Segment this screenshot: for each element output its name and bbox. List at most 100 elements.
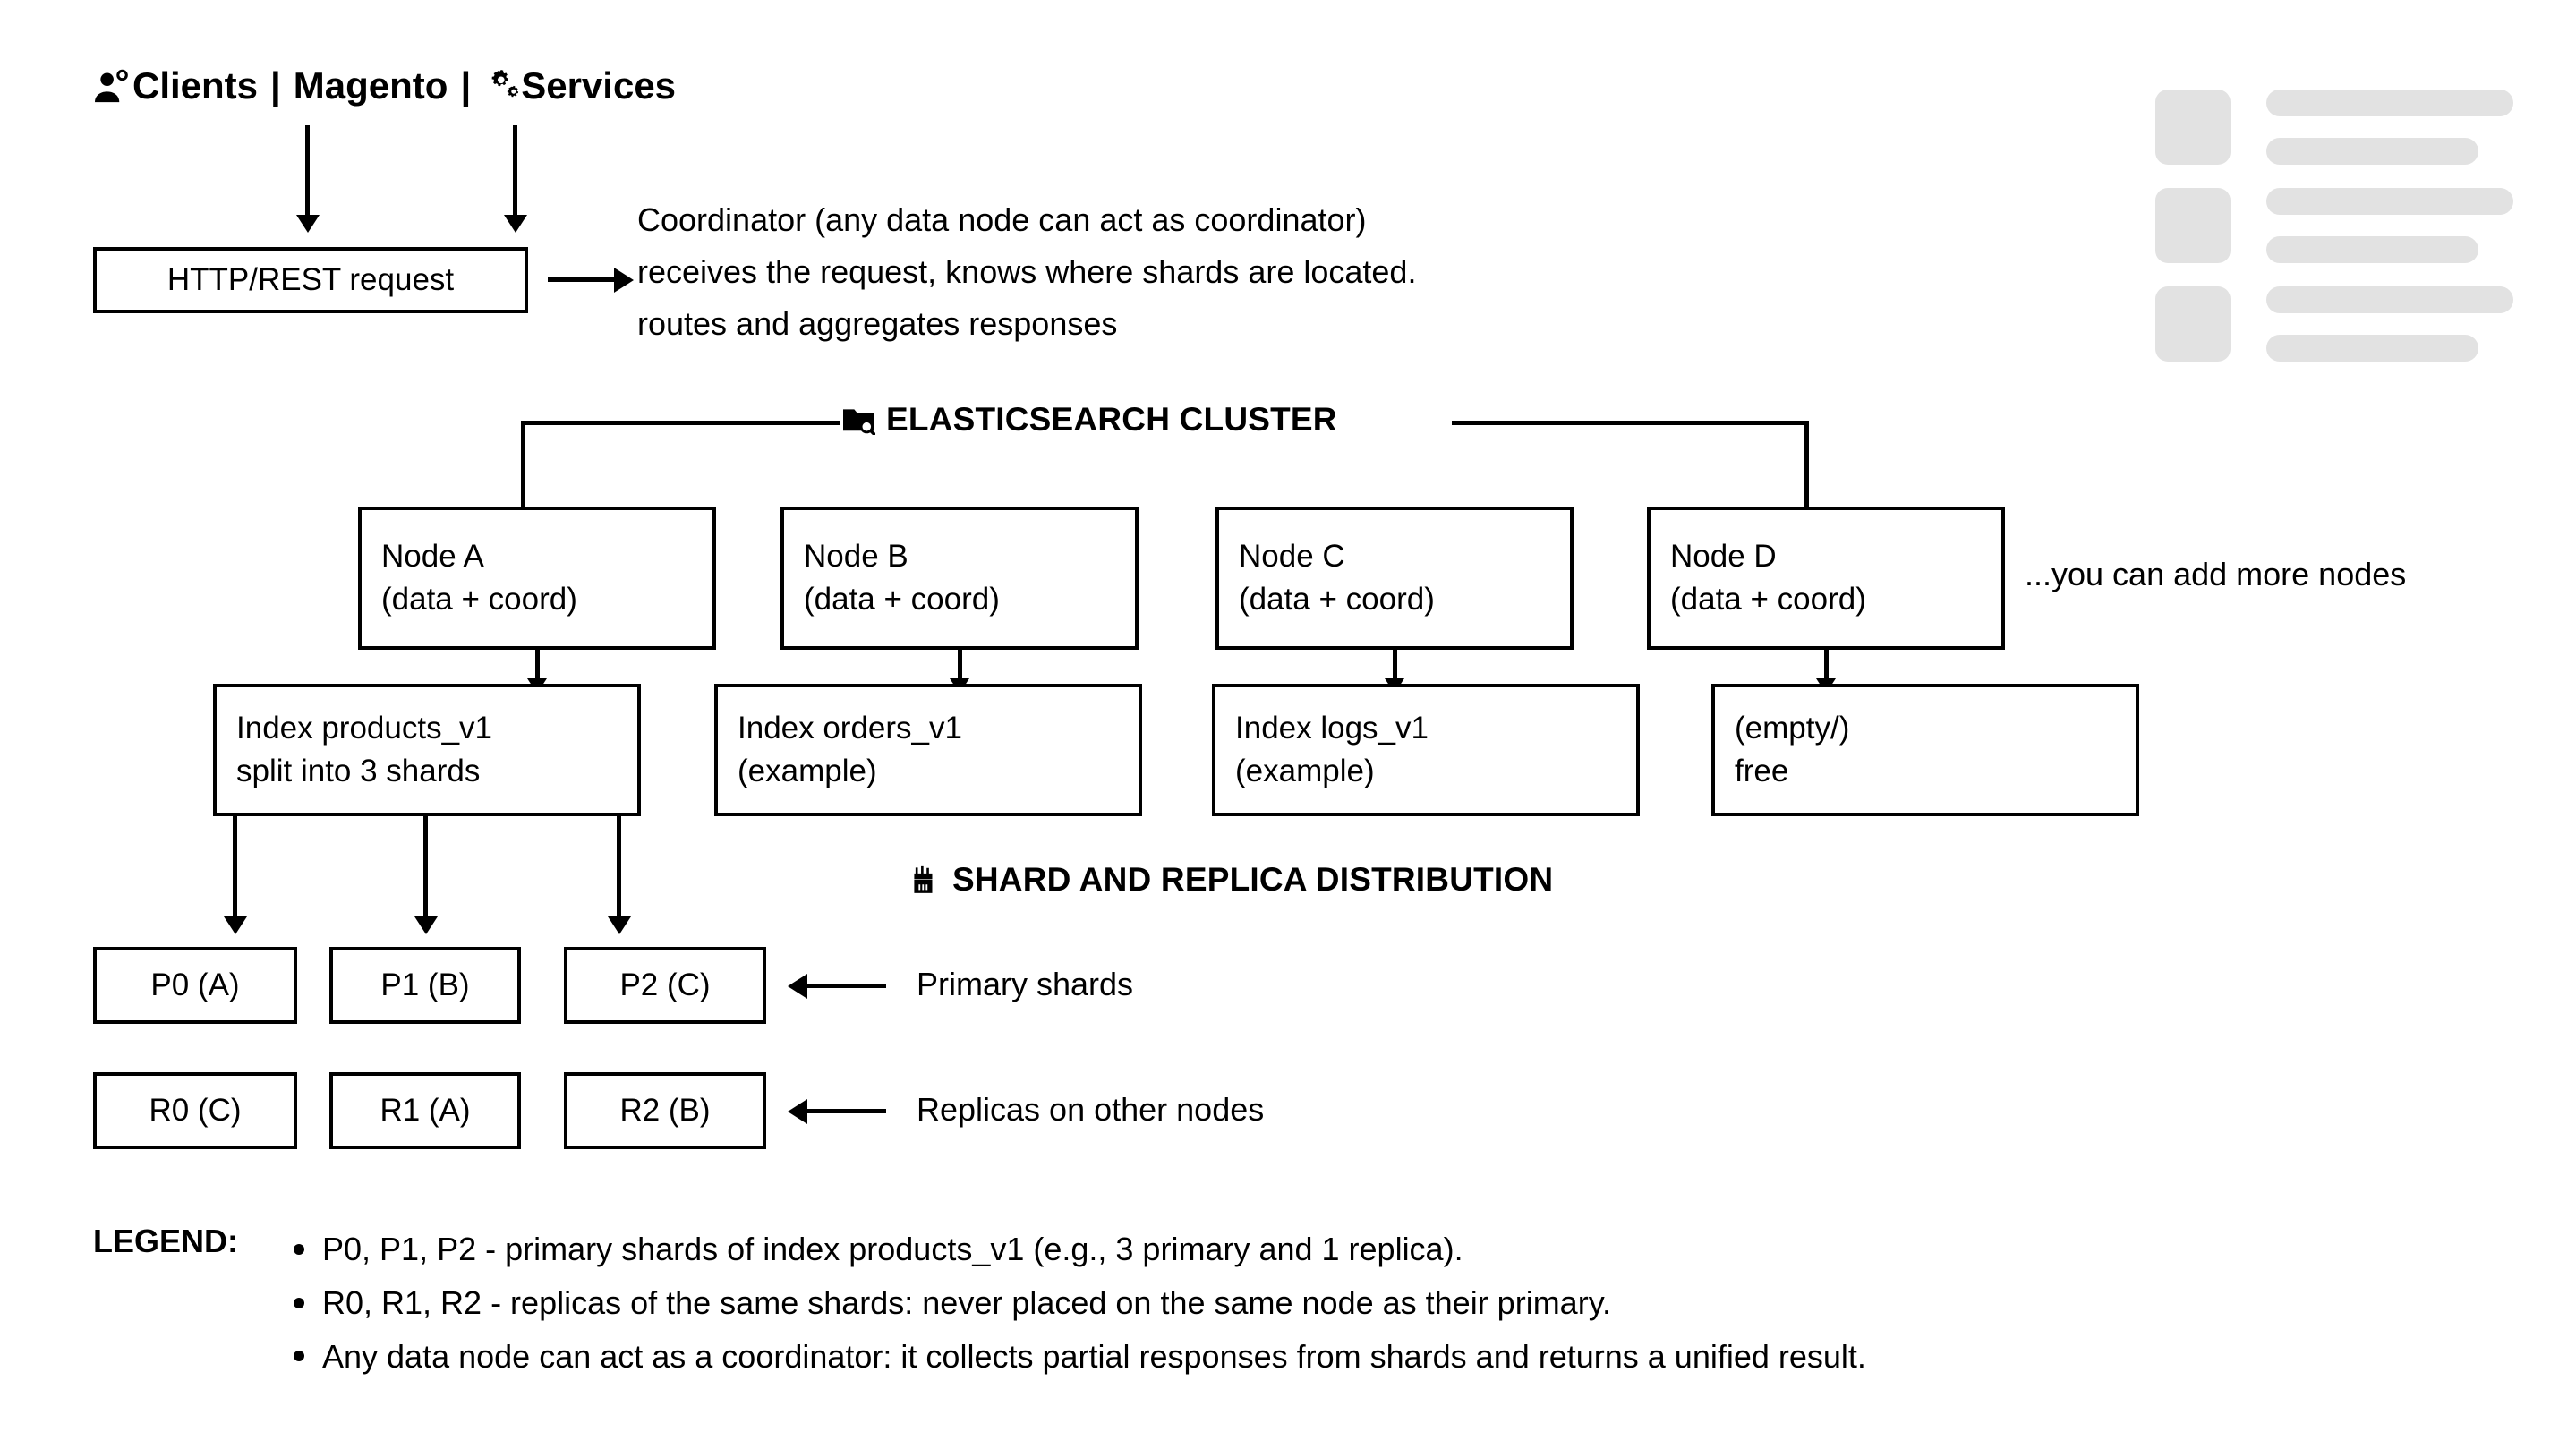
index-empty-line-2: free xyxy=(1735,754,1789,788)
skeleton-bars xyxy=(2266,286,2513,362)
http-rest-request-label: HTTP/REST request xyxy=(166,261,455,297)
node-box-a: Node A (data + coord) xyxy=(358,507,716,650)
cluster-bracket-right xyxy=(1452,421,1809,425)
legend: LEGEND: P0, P1, P2 - primary shards of i… xyxy=(93,1223,1866,1383)
shard-distribution-title: SHARD AND REPLICA DISTRIBUTION xyxy=(911,861,1553,899)
node-c-to-index-line xyxy=(1393,650,1397,684)
http-rest-request-box: HTTP/REST request xyxy=(93,247,528,313)
node-box-d: Node D (data + coord) xyxy=(1647,507,2005,650)
add-more-nodes-note: ...you can add more nodes xyxy=(2025,556,2407,592)
magento-label: Magento xyxy=(293,64,448,107)
index-products-line-1: Index products_v1 xyxy=(236,710,493,746)
people-icon xyxy=(93,68,132,104)
skeleton-bars xyxy=(2266,90,2513,165)
node-b-role: (data + coord) xyxy=(804,582,1000,617)
legend-label: LEGEND: xyxy=(93,1223,238,1259)
skeleton-thumbnail xyxy=(2155,188,2231,263)
magento-group: Magento xyxy=(294,64,448,107)
node-d-name: Node D xyxy=(1670,538,1777,574)
header-arrow-left-head xyxy=(296,215,320,233)
shard-arrow-2-head xyxy=(608,916,631,934)
gears-icon xyxy=(483,69,521,103)
cluster-title: ELASTICSEARCH CLUSTER xyxy=(841,401,1337,439)
skeleton-bar-short xyxy=(2266,236,2479,263)
index-logs-line-1: Index logs_v1 xyxy=(1235,710,1429,746)
index-box-empty: (empty/) free xyxy=(1711,684,2139,816)
skeleton-placeholder xyxy=(2155,90,2513,385)
header-separator-1: | xyxy=(270,64,281,107)
node-box-b: Node B (data + coord) xyxy=(780,507,1139,650)
index-empty-line-1: (empty/) xyxy=(1735,710,1850,746)
index-orders-line-1: Index orders_v1 xyxy=(738,710,962,746)
primary-note-arrow-line xyxy=(804,984,886,988)
replica-box-r1: R1 (A) xyxy=(329,1072,521,1149)
shard-distribution-title-label: SHARD AND REPLICA DISTRIBUTION xyxy=(952,861,1554,898)
legend-item: Any data node can act as a coordinator: … xyxy=(288,1330,1866,1384)
index-box-products: Index products_v1 split into 3 shards xyxy=(213,684,641,816)
node-a-to-index-line xyxy=(535,650,540,684)
legend-item: R0, R1, R2 - replicas of the same shards… xyxy=(288,1276,1866,1330)
shard-arrow-2-line xyxy=(617,816,621,922)
node-a-name: Node A xyxy=(381,538,484,574)
shard-arrow-1-head xyxy=(414,916,438,934)
services-label: Services xyxy=(521,64,677,107)
node-box-c: Node C (data + coord) xyxy=(1215,507,1574,650)
index-products-line-2: split into 3 shards xyxy=(236,754,481,788)
index-box-logs: Index logs_v1 (example) xyxy=(1212,684,1640,816)
coordinator-line-3: routes and aggregates responses xyxy=(637,305,1118,342)
replica-note-arrow-line xyxy=(804,1109,886,1113)
primary-shard-box-p2: P2 (C) xyxy=(564,947,766,1024)
skeleton-bar-long xyxy=(2266,286,2513,313)
services-group: Services xyxy=(483,64,676,107)
replica-box-r2: R2 (B) xyxy=(564,1072,766,1149)
legend-list: P0, P1, P2 - primary shards of index pro… xyxy=(288,1223,1866,1383)
skeleton-bar-short xyxy=(2266,138,2479,165)
clients-label: Clients xyxy=(132,64,259,107)
primary-shard-p0-label: P0 (A) xyxy=(150,967,240,1002)
folder-search-icon xyxy=(841,405,875,435)
shard-arrow-0-line xyxy=(233,816,237,922)
primary-shard-box-p1: P1 (B) xyxy=(329,947,521,1024)
replica-r0-label: R0 (C) xyxy=(149,1092,242,1128)
primary-shards-note: Primary shards xyxy=(917,966,1134,1002)
replica-box-r0: R0 (C) xyxy=(93,1072,297,1149)
node-c-role: (data + coord) xyxy=(1239,582,1435,617)
node-a-role: (data + coord) xyxy=(381,582,577,617)
header-arrow-right-line xyxy=(513,125,517,218)
coordinator-line-1: Coordinator (any data node can act as co… xyxy=(637,201,1367,238)
index-orders-line-2: (example) xyxy=(738,754,877,788)
skeleton-thumbnail xyxy=(2155,286,2231,362)
legend-item: P0, P1, P2 - primary shards of index pro… xyxy=(288,1223,1866,1276)
cluster-bracket-left-drop xyxy=(521,421,525,507)
skeleton-thumbnail xyxy=(2155,90,2231,165)
index-box-orders: Index orders_v1 (example) xyxy=(714,684,1142,816)
header-arrow-right-head xyxy=(504,215,527,233)
clients-group: Clients xyxy=(93,64,258,107)
skeleton-row xyxy=(2155,286,2513,362)
skeleton-row xyxy=(2155,90,2513,165)
header-title: Clients | Magento | Services xyxy=(93,64,676,107)
primary-shard-p2-label: P2 (C) xyxy=(619,967,711,1002)
index-logs-line-2: (example) xyxy=(1235,754,1375,788)
skeleton-bar-long xyxy=(2266,188,2513,215)
replica-r1-label: R1 (A) xyxy=(380,1092,471,1128)
cluster-title-label: ELASTICSEARCH CLUSTER xyxy=(886,401,1337,438)
node-b-name: Node B xyxy=(804,538,908,574)
header-arrow-left-line xyxy=(305,125,310,218)
shard-rack-icon xyxy=(911,865,942,895)
primary-note-arrow-head xyxy=(788,974,807,999)
node-d-to-index-line xyxy=(1824,650,1829,684)
coordinator-arrow-head xyxy=(614,268,634,293)
coordinator-line-2: receives the request, knows where shards… xyxy=(637,253,1417,290)
coordinator-arrow-line xyxy=(548,277,616,282)
header-separator-2: | xyxy=(460,64,472,107)
shard-arrow-1-line xyxy=(423,816,428,922)
primary-shard-p1-label: P1 (B) xyxy=(380,967,470,1002)
replicas-note: Replicas on other nodes xyxy=(917,1091,1265,1128)
node-c-name: Node C xyxy=(1239,538,1345,574)
primary-shard-box-p0: P0 (A) xyxy=(93,947,297,1024)
replica-r2-label: R2 (B) xyxy=(619,1092,711,1128)
node-b-to-index-line xyxy=(958,650,962,684)
skeleton-bars xyxy=(2266,188,2513,263)
node-d-role: (data + coord) xyxy=(1670,582,1866,617)
